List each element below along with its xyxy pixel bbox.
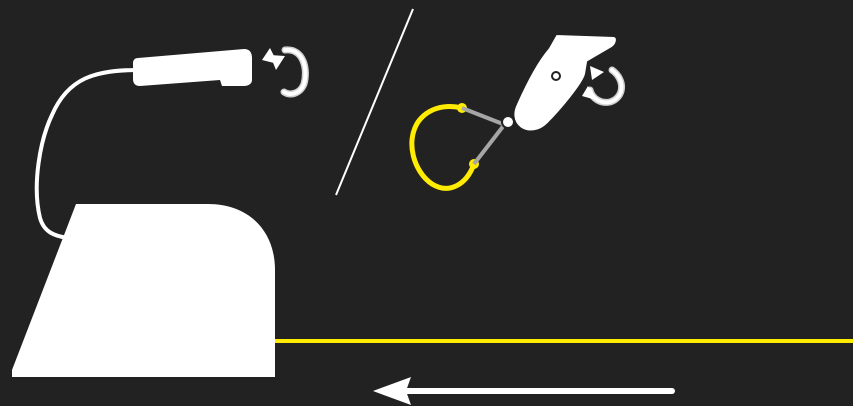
diagram-svg [0,0,853,406]
diagram-canvas [0,0,853,406]
